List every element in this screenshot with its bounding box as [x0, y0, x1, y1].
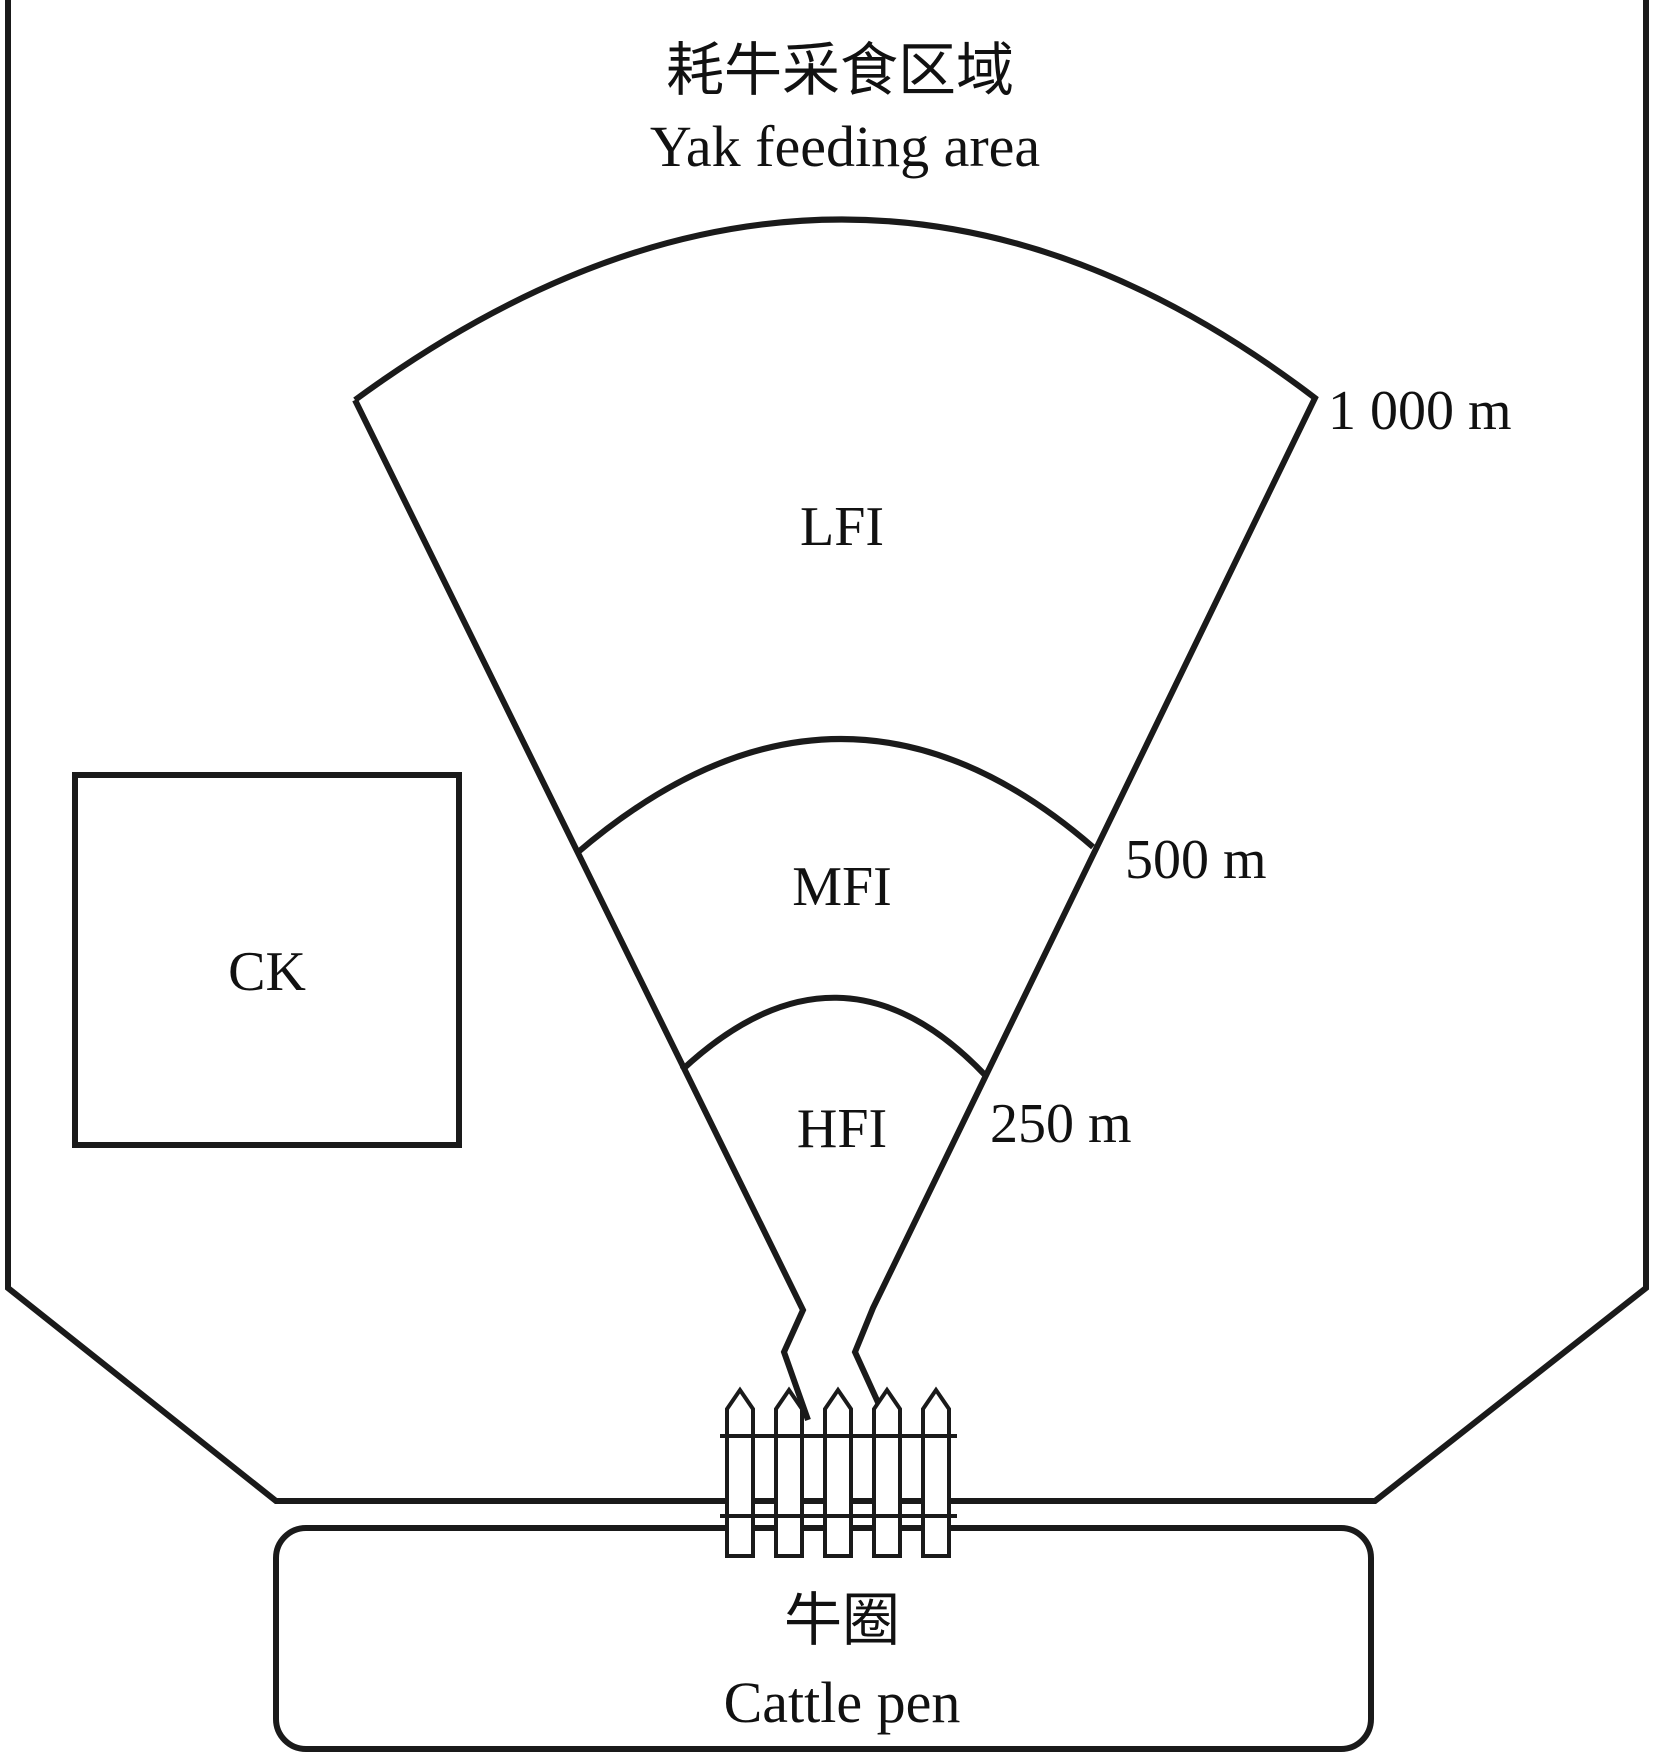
- fence-picket: [774, 1386, 804, 1558]
- zone-label-lfi: LFI: [800, 496, 884, 558]
- cattle-pen-label-zh: 牛圈: [784, 1588, 900, 1653]
- distance-label-500m: 500 m: [1125, 829, 1267, 891]
- sector-left-edge: [352, 398, 811, 1421]
- zone-label-mfi: MFI: [792, 856, 892, 918]
- cattle-pen-label-en: Cattle pen: [724, 1670, 961, 1735]
- fence-picket: [921, 1386, 951, 1558]
- title-zh: 耗牛采食区域: [666, 38, 1014, 103]
- fence-picket: [823, 1386, 853, 1558]
- fence-picket: [872, 1386, 902, 1558]
- control-plot: [72, 772, 462, 1148]
- arc-500m: [575, 736, 1095, 856]
- fence-gate: [720, 1386, 957, 1558]
- sector-outline: [353, 216, 1319, 1422]
- feeding-area-boundary: [5, 0, 1649, 1504]
- distance-label-250m: 250 m: [990, 1093, 1132, 1155]
- title-en: Yak feeding area: [650, 114, 1040, 179]
- fence-picket: [725, 1386, 755, 1558]
- arc-250m: [679, 994, 988, 1078]
- zone-label-hfi: HFI: [797, 1098, 887, 1160]
- control-plot-label: CK: [228, 941, 306, 1003]
- distance-label-1000m: 1 000 m: [1328, 380, 1512, 442]
